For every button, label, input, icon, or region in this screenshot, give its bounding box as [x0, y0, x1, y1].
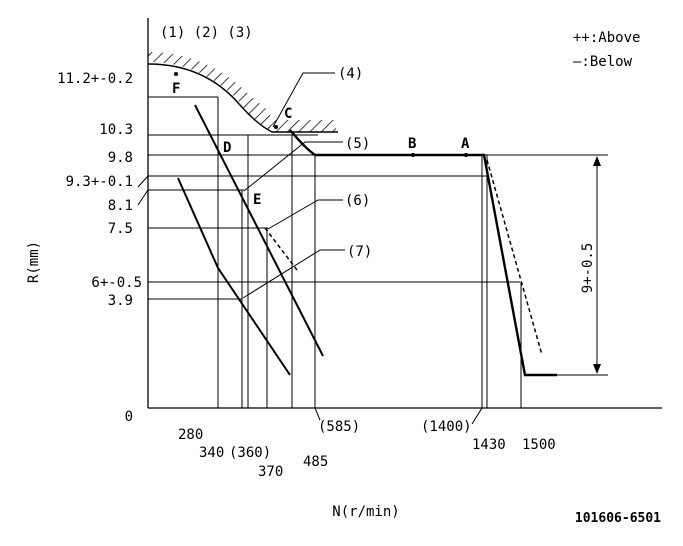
- x-tick-1430: 1430: [472, 437, 506, 453]
- governor-line-d: [194, 104, 324, 357]
- full-load-curve: [289, 129, 557, 377]
- point-marker-b: [411, 153, 415, 157]
- point-b-label: B: [408, 136, 416, 152]
- point-marker-a: [464, 153, 468, 157]
- leader-585: [314, 407, 321, 421]
- y-tick-10-3: 10.3: [99, 122, 133, 138]
- leader-8-1: [137, 189, 149, 206]
- leader-1400: [471, 407, 483, 425]
- x-tick-370: 370: [258, 464, 283, 480]
- x-tick-1400: (1400): [421, 419, 472, 435]
- hatch-stop-bar: [268, 120, 336, 132]
- x-tick-340: 340: [199, 445, 224, 461]
- y-tick-7-5: 7.5: [108, 221, 133, 237]
- point-f-label: F: [172, 81, 180, 97]
- callout-7: (7): [347, 244, 372, 260]
- governor-line-lower: [177, 177, 219, 269]
- leader-7: [242, 249, 345, 299]
- point-marker-f: [174, 72, 178, 76]
- y-tick-3-9: 3.9: [108, 293, 133, 309]
- y-tick-9-3: 9.3+-0.1: [66, 174, 133, 190]
- y-axis-label: R(mm): [26, 241, 42, 283]
- y-tick-0: 0: [125, 409, 133, 425]
- y-tick-9-8: 9.8: [108, 150, 133, 166]
- dimension-arrow-top: [593, 156, 601, 166]
- x-tick-280: 280: [178, 427, 203, 443]
- legend-above: ++:Above: [573, 30, 640, 46]
- x-tick-1500: 1500: [522, 437, 556, 453]
- point-a-label: A: [461, 136, 470, 152]
- x-tick-585: (585): [318, 419, 360, 435]
- point-c-label: C: [284, 106, 292, 122]
- point-marker-c: [274, 125, 278, 129]
- point-e-label: E: [253, 192, 261, 208]
- leader-4: [272, 72, 335, 128]
- legend-below: —:Below: [573, 54, 633, 70]
- leader-9-3: [137, 175, 149, 188]
- governor-dashed: [264, 227, 298, 271]
- top-labels: (1) (2) (3): [160, 25, 253, 41]
- callout-4: (4): [338, 66, 363, 82]
- document-number: 101606-6501: [575, 511, 661, 526]
- above-dashed-line: [486, 159, 543, 356]
- dimension-arrow-bottom: [593, 364, 601, 374]
- hatched-region: [148, 52, 270, 130]
- leader-5: [243, 141, 343, 192]
- callout-6: (6): [345, 193, 370, 209]
- leader-6: [267, 199, 343, 230]
- x-axis-label: N(r/min): [332, 504, 399, 520]
- right-dimension-label: 9+-0.5: [580, 243, 596, 294]
- point-d-label: D: [223, 140, 231, 156]
- y-tick-8-1: 8.1: [108, 198, 133, 214]
- x-tick-485: 485: [303, 454, 328, 470]
- y-tick-6: 6+-0.5: [91, 275, 142, 291]
- callout-5: (5): [345, 136, 370, 152]
- boundary-curve: [147, 63, 338, 133]
- x-tick-360: (360): [229, 445, 271, 461]
- governor-line-lower-2: [217, 267, 291, 376]
- y-tick-11-2: 11.2+-0.2: [57, 71, 133, 87]
